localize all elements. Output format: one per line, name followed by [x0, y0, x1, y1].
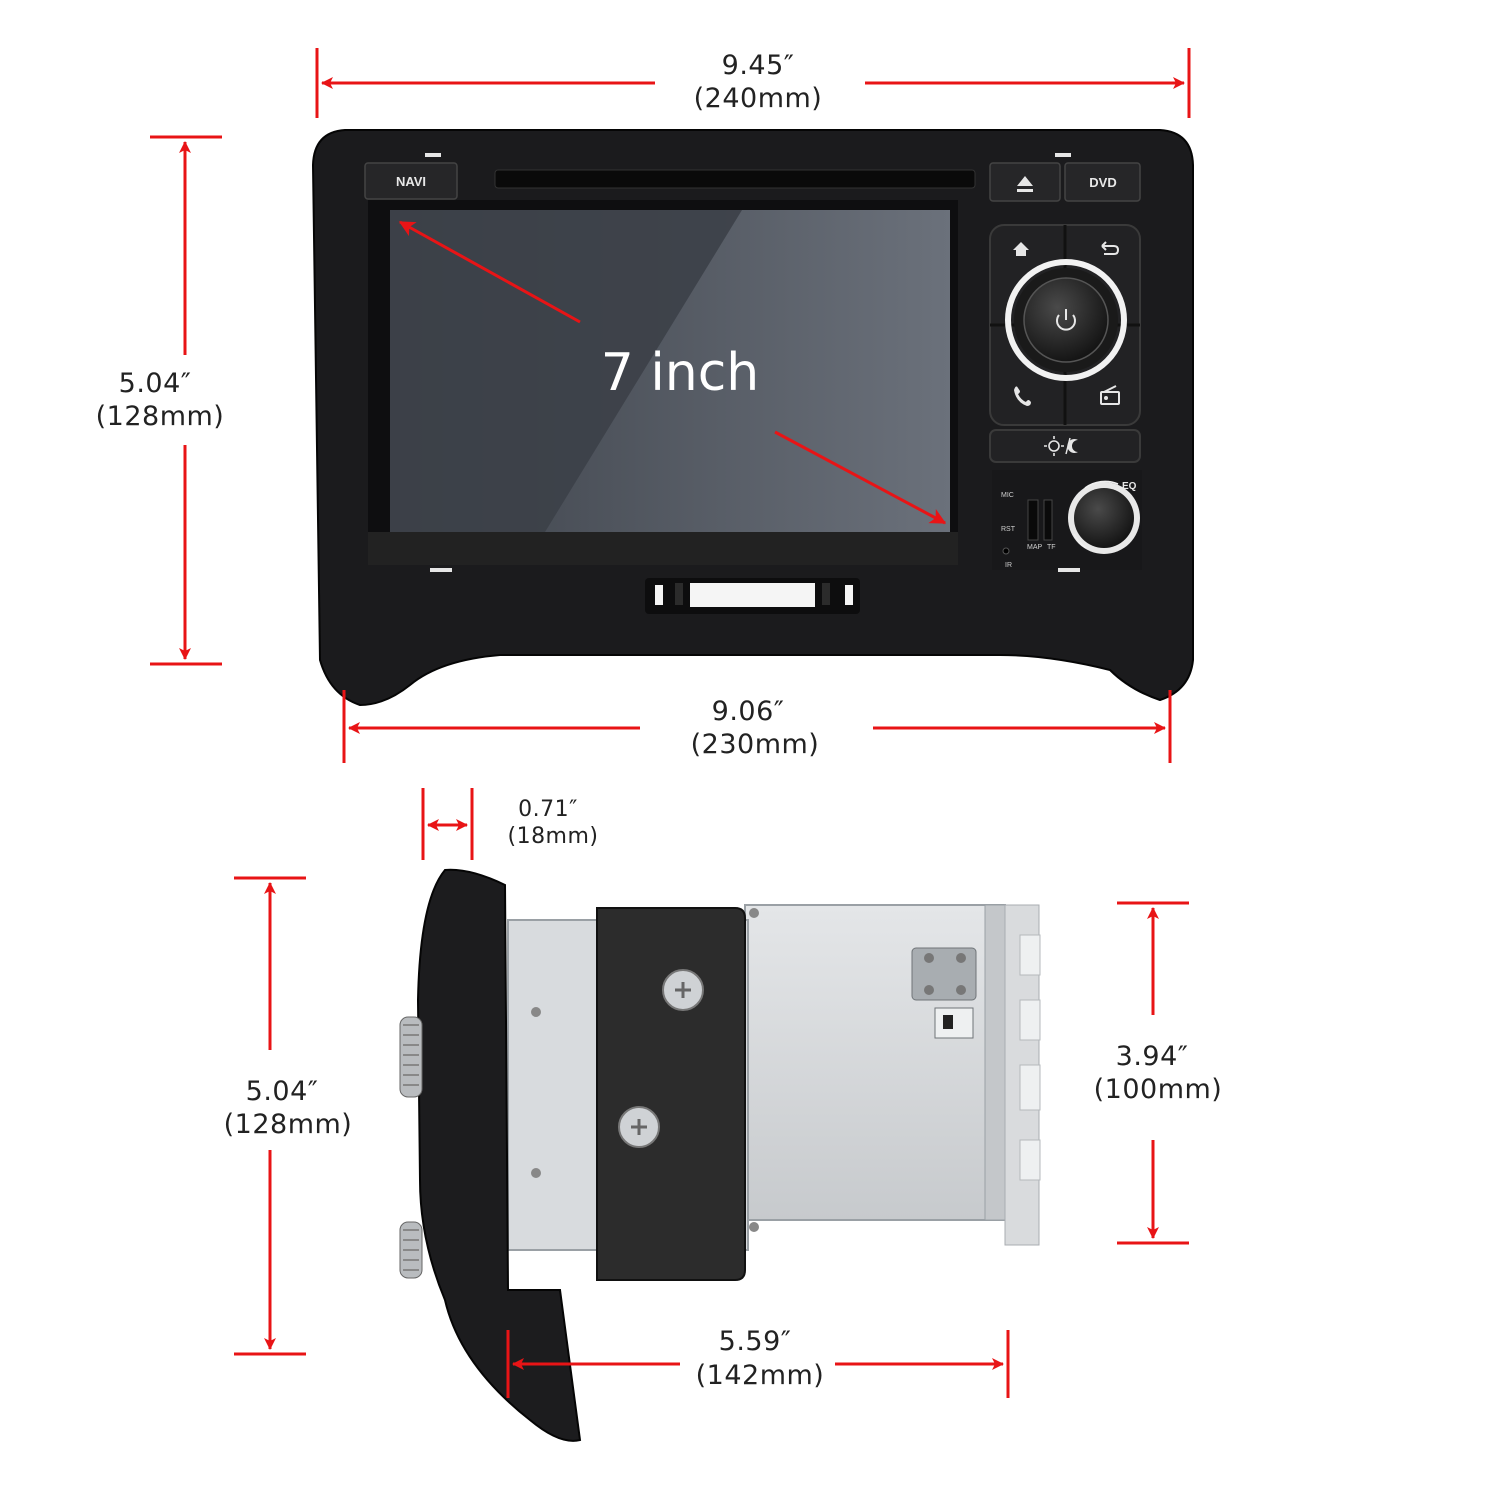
- dvd-button[interactable]: DVD: [1064, 162, 1141, 202]
- dimension-width-bottom: 9.06″ (230mm): [342, 690, 1172, 763]
- tf-slot[interactable]: [1043, 499, 1053, 541]
- day-night-button[interactable]: [989, 429, 1141, 463]
- led-indicator: [1055, 153, 1071, 157]
- chassis-height-mm: (100mm): [1094, 1074, 1223, 1105]
- width-top-mm: (240mm): [694, 83, 823, 114]
- eq-label: EQ: [1122, 481, 1137, 492]
- radio-button[interactable]: [1100, 385, 1120, 405]
- height-front-mm: (128mm): [96, 401, 225, 432]
- bottom-grille: [645, 578, 860, 614]
- front-view: NAVI DVD 7 inch: [311, 129, 1194, 707]
- tf-label: TF: [1047, 544, 1056, 551]
- side-bezel-profile: [416, 868, 582, 1442]
- width-top-inch: 9.45″: [722, 50, 795, 81]
- led-indicator: [425, 153, 441, 157]
- mic-label: MIC: [1001, 492, 1014, 499]
- power-icon: [1056, 309, 1076, 331]
- bezel-depth-inch: 0.71″: [518, 797, 578, 822]
- heatsink-fins: [1004, 904, 1041, 1246]
- height-side-inch: 5.04″: [246, 1076, 319, 1107]
- side-knob-top: [399, 1016, 423, 1098]
- back-button[interactable]: [1101, 241, 1120, 255]
- dimension-height-front: 5.04″ (128mm): [96, 135, 225, 666]
- width-bottom-inch: 9.06″: [712, 696, 785, 727]
- led-indicator: [430, 568, 452, 572]
- home-button[interactable]: [1013, 242, 1029, 256]
- day-night-icon: [1044, 436, 1078, 456]
- dimension-height-side: 5.04″ (128mm): [224, 876, 353, 1356]
- chassis-height-inch: 3.94″: [1116, 1041, 1189, 1072]
- eject-icon: [1017, 176, 1033, 192]
- screen-diagonal-arrow-top: [398, 220, 581, 324]
- bracket-mount: [911, 947, 977, 1039]
- screen-diagonal-arrow-bottom: [774, 430, 947, 525]
- dvd-label: DVD: [1089, 175, 1116, 190]
- phone-icon: [1014, 386, 1031, 406]
- led-indicator: [1058, 568, 1080, 572]
- mounting-bracket: [596, 907, 746, 1281]
- bezel-depth-mm: (18mm): [507, 824, 598, 849]
- height-side-mm: (128mm): [224, 1109, 353, 1140]
- ports-panel: MIC RST IR MAP TF EQ: [992, 470, 1142, 570]
- dimension-depth: 5.59″ (142mm): [506, 1326, 1010, 1398]
- navi-label: NAVI: [396, 174, 426, 189]
- depth-mm: (142mm): [696, 1360, 825, 1391]
- back-icon: [1101, 241, 1120, 255]
- map-slot[interactable]: [1027, 499, 1039, 541]
- width-bottom-mm: (230mm): [691, 729, 820, 760]
- phone-button[interactable]: [1014, 386, 1031, 406]
- dimension-width-top: 9.45″ (240mm): [315, 48, 1191, 118]
- eq-knob[interactable]: [1074, 488, 1134, 548]
- home-icon: [1013, 242, 1029, 256]
- volume-ring[interactable]: [1005, 259, 1127, 381]
- control-cluster: [989, 224, 1141, 426]
- dimension-chassis-height: 3.94″ (100mm): [1094, 901, 1223, 1245]
- screen-size-label: 7 inch: [601, 343, 760, 403]
- height-front-inch: 5.04″: [119, 368, 192, 399]
- eject-button[interactable]: [989, 162, 1061, 202]
- display-screen[interactable]: 7 inch: [368, 200, 958, 565]
- ir-label: IR: [1005, 562, 1012, 569]
- side-knob-bottom: [399, 1221, 423, 1279]
- side-view: [399, 868, 1041, 1442]
- depth-inch: 5.59″: [719, 1326, 792, 1357]
- dimension-bezel-depth: 0.71″ (18mm): [421, 788, 598, 860]
- navi-button[interactable]: NAVI: [364, 162, 458, 200]
- radio-icon: [1100, 385, 1120, 405]
- rst-label: RST: [1001, 526, 1016, 533]
- reset-hole[interactable]: [1002, 547, 1010, 555]
- disc-slot[interactable]: [494, 169, 976, 189]
- map-label: MAP: [1027, 544, 1043, 551]
